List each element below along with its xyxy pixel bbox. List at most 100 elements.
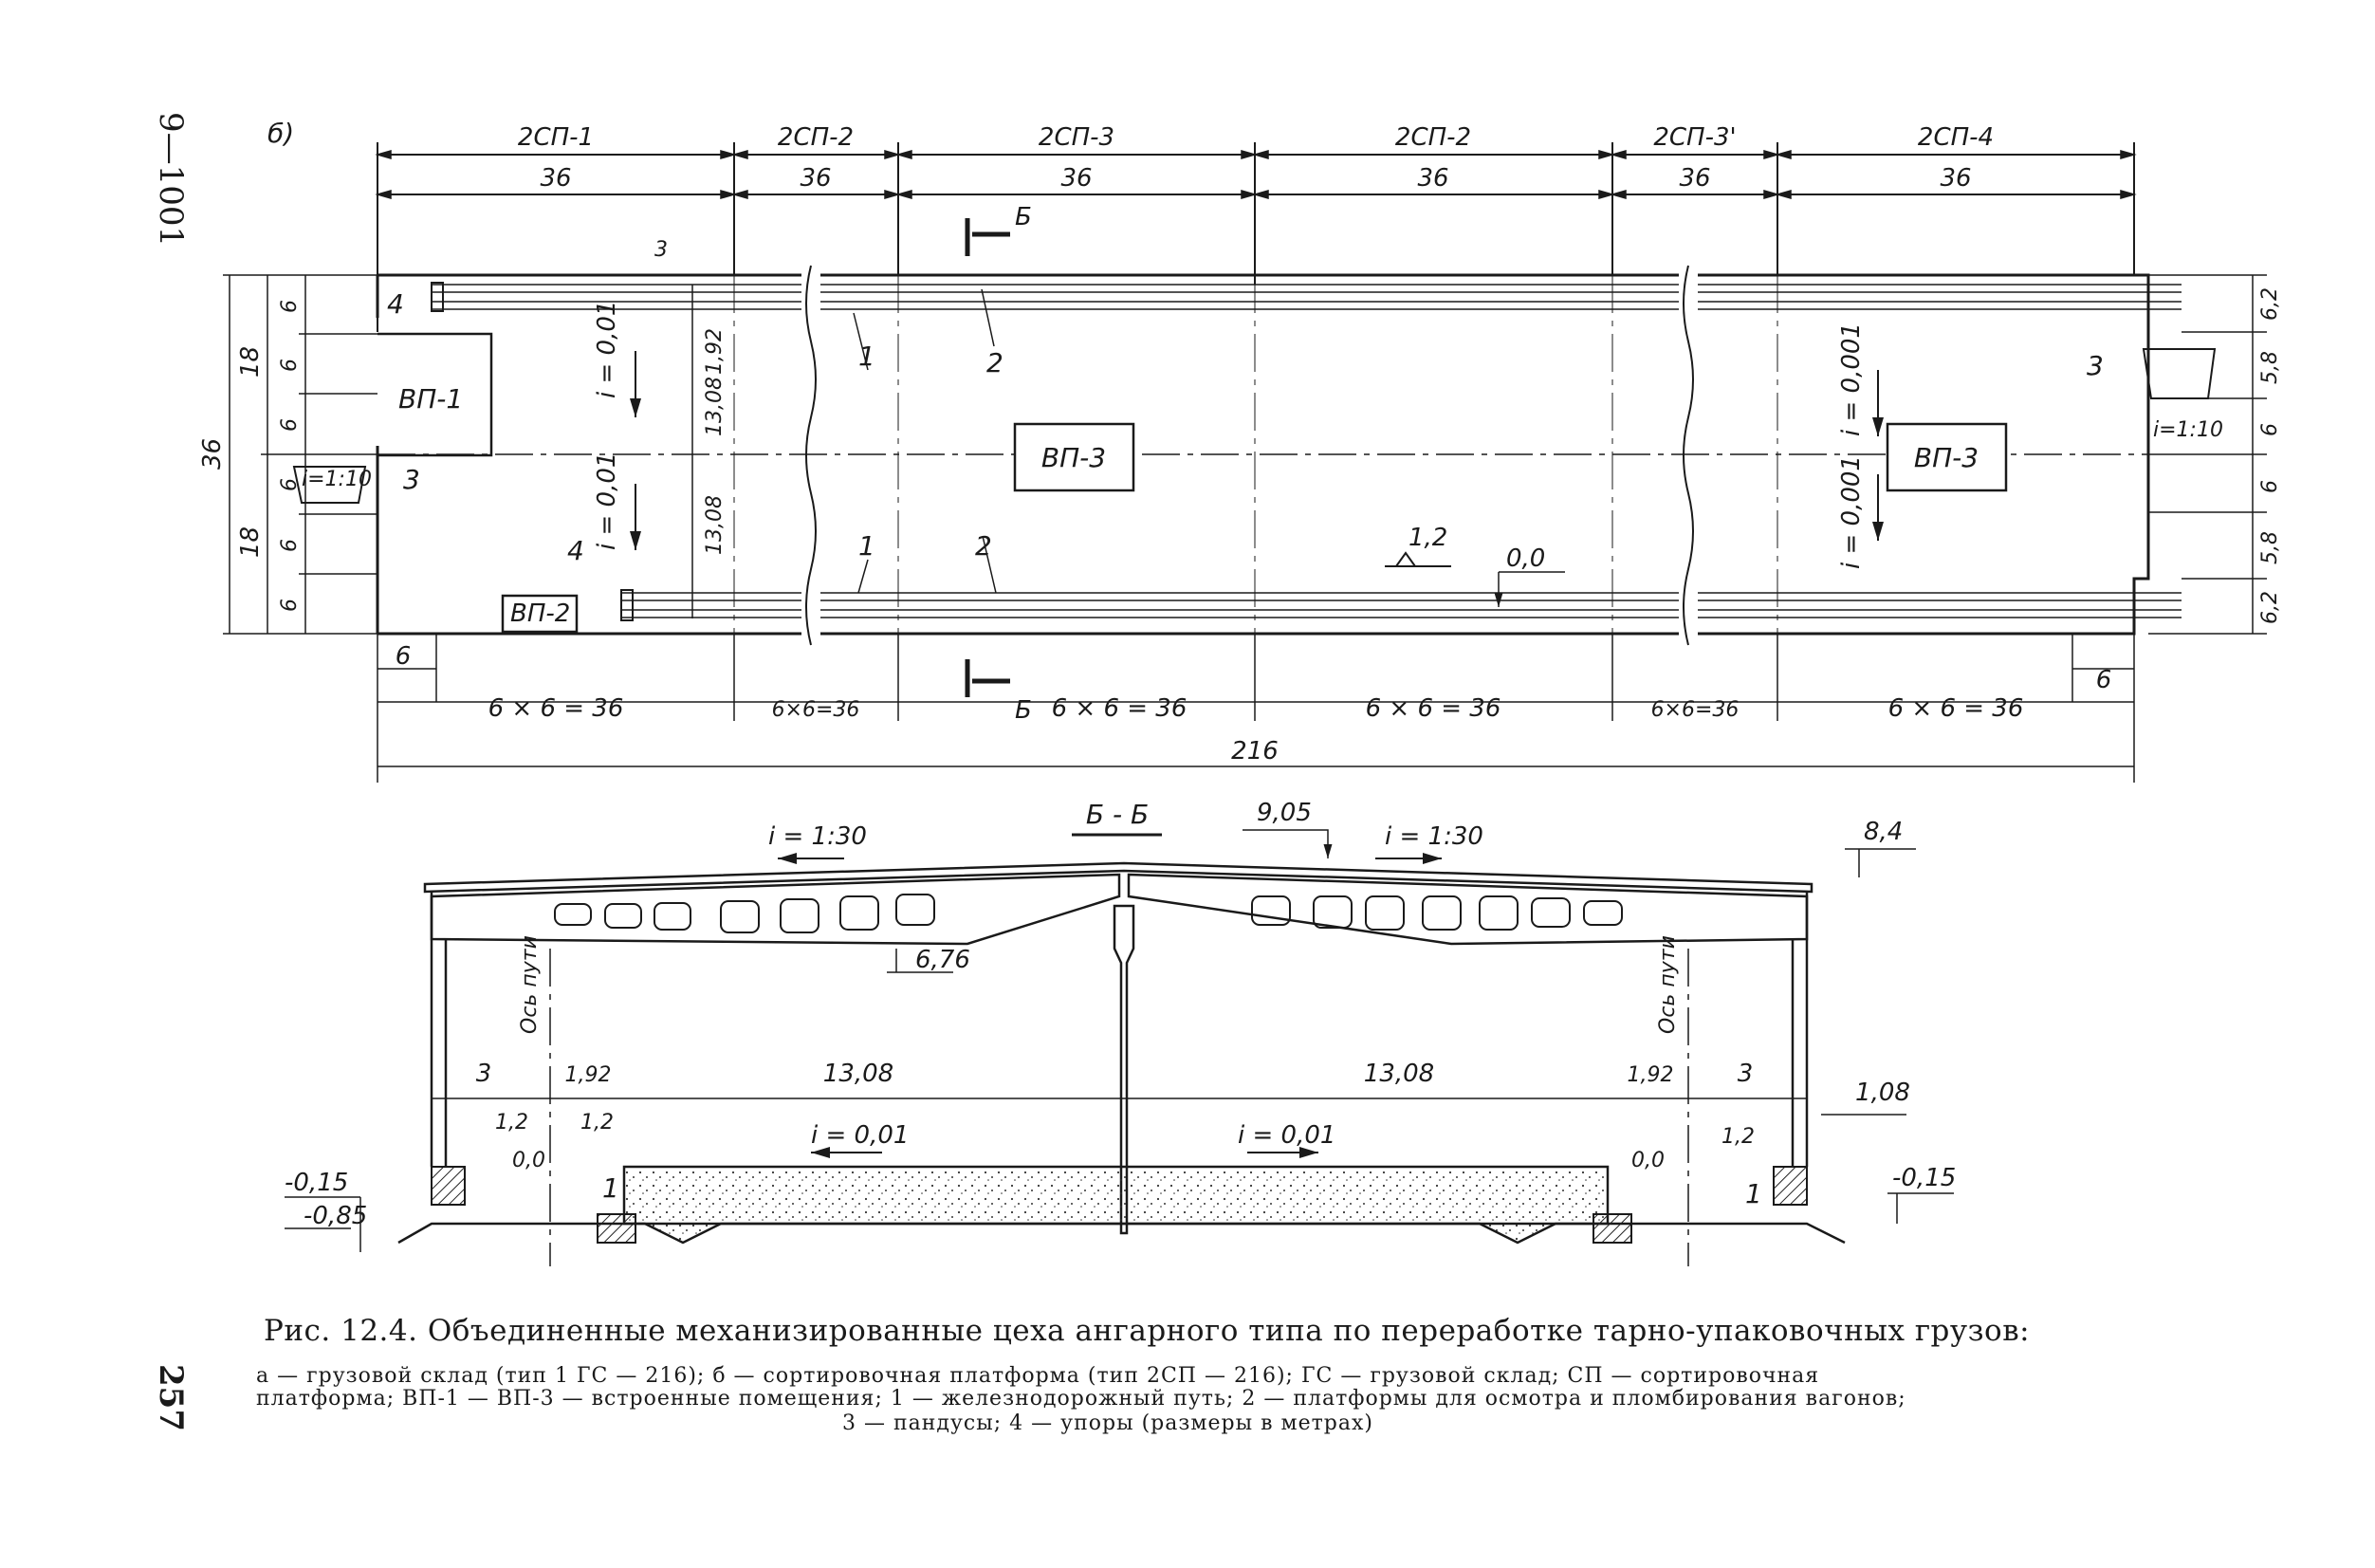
right-dim-5: 5,8 <box>2258 531 2282 564</box>
plan-outline-left <box>376 273 801 636</box>
platform-level-mark <box>1385 551 1451 567</box>
callout-platform-top: 2 <box>986 347 1003 378</box>
left-dim-bay-3: 6 <box>278 418 302 432</box>
section-mark-top <box>965 218 1010 256</box>
section-dim-4: 13,08 <box>1364 1060 1434 1088</box>
column-centre <box>1113 904 1135 1235</box>
section-dim-6: 3 <box>1738 1060 1754 1088</box>
section-rail-left: 0,0 <box>512 1149 545 1172</box>
track-bottom <box>621 592 2182 618</box>
end-bay-right: 6 <box>2096 666 2112 694</box>
module-label-6: 2СП-4 <box>1918 123 1994 152</box>
section-dim-5: 1,92 <box>1628 1063 1674 1087</box>
floor-fill <box>622 1165 1610 1245</box>
section-callout-right: 1 <box>1745 1178 1762 1209</box>
module-length-2: 36 <box>800 164 831 193</box>
section-rail-right: 0,0 <box>1631 1149 1665 1172</box>
roof-slope-right: i = 1:30 <box>1385 822 1483 851</box>
top-dim-ticks <box>377 142 2135 332</box>
floor-slope-right: i = 0,01 <box>1238 1121 1335 1150</box>
ground-line <box>397 1222 1846 1245</box>
top-dim-arrows <box>375 150 2137 199</box>
vp3-mid-label: ВП-3 <box>1041 442 1106 473</box>
callout-stop-top: 4 <box>387 288 404 320</box>
figure-caption: Рис. 12.4. Объединенные механизированные… <box>264 1314 2031 1348</box>
bottom-length-1: 6 × 6 = 36 <box>488 694 624 723</box>
total-length: 216 <box>1231 737 1279 766</box>
vp1-label: ВП-1 <box>398 383 463 415</box>
section-mark-bottom <box>965 659 1010 697</box>
right-dim-2: 5,8 <box>2258 351 2282 384</box>
stop-bottom-left <box>620 589 634 621</box>
roof-slope-left: i = 1:30 <box>768 822 867 851</box>
legend-line-1: а — грузовой склад (тип 1 ГС — 216); б —… <box>256 1364 1820 1388</box>
left-dim-half-top: 18 <box>236 346 265 378</box>
module-length-6: 36 <box>1940 164 1971 193</box>
section-mark-top-label: Б <box>1015 203 1032 231</box>
slope-right-top: i = 0,001 <box>1837 323 1866 436</box>
plan-outline-right <box>1698 273 2150 636</box>
axis-label-right: Ось пути <box>1656 935 1680 1034</box>
module-label-1: 2СП-1 <box>518 123 594 152</box>
section-mark-bottom-label: Б <box>1015 696 1032 725</box>
module-length-1: 36 <box>540 164 571 193</box>
module-length-3: 36 <box>1060 164 1092 193</box>
column-right <box>1791 892 1809 1167</box>
section-platform-left: 1,2 <box>495 1111 528 1134</box>
platform-foot-left <box>597 1213 636 1244</box>
column-left <box>430 892 448 1167</box>
module-length-4: 36 <box>1417 164 1448 193</box>
vp2-label: ВП-2 <box>510 600 570 628</box>
section-dim-3: 13,08 <box>823 1060 893 1088</box>
section-ground-right: -0,15 <box>1892 1164 1956 1192</box>
slope-right-bottom: i = 0,001 <box>1837 455 1866 569</box>
callout-track-bottom: 1 <box>858 530 875 562</box>
platform-foot-right <box>1593 1213 1632 1244</box>
ramp-left-slope: i=1:10 <box>302 468 372 491</box>
vp3-mid-room <box>1013 422 1135 492</box>
platform-level-value: 1,2 <box>1408 524 1447 552</box>
section-view: Б - Б <box>285 799 1956 1266</box>
inner-dim-platform-bottom: 13,08 <box>703 495 727 555</box>
plan-view: б) 2СП-1 2СП-2 2СП-3 2СП-2 2СП-3' 2СП-4 … <box>198 118 2282 783</box>
section-dim-2: 1,92 <box>565 1063 612 1087</box>
left-dim-total: 36 <box>198 438 227 470</box>
truss-level: 6,76 <box>915 946 970 974</box>
bottom-length-5: 6×6=36 <box>1651 698 1740 722</box>
end-bay-left: 6 <box>396 642 412 671</box>
ramp-right-slope: i=1:10 <box>2153 418 2223 442</box>
callout-ramp-right: 3 <box>2087 350 2104 381</box>
plan-part-label: б) <box>267 118 294 149</box>
right-dim-6: 6,2 <box>2258 591 2282 624</box>
vp3-right-label: ВП-3 <box>1914 442 1979 473</box>
floor-slope-left: i = 0,01 <box>811 1121 909 1150</box>
corner-hatch-left <box>431 1166 466 1206</box>
section-platform-right: 1,2 <box>1721 1125 1755 1149</box>
legend-line-2: платформа; ВП-1 — ВП-3 — встроенные поме… <box>256 1387 1906 1411</box>
right-dim-3: 6 <box>2258 423 2282 436</box>
page-number: 257 <box>152 1364 190 1431</box>
module-length-5: 36 <box>1679 164 1710 193</box>
truss-right <box>1127 873 1809 946</box>
sheet-code: 9—1001 <box>152 112 190 248</box>
bottom-length-2: 6×6=36 <box>772 698 860 722</box>
track-top <box>432 284 2182 310</box>
section-title: Б - Б <box>1086 799 1149 830</box>
roof <box>423 861 1813 894</box>
inner-dim-platform-top: 13,08 <box>703 377 727 436</box>
axis-label-left: Ось пути <box>518 935 542 1034</box>
break-line-2 <box>1683 265 1694 646</box>
wall-offset: 1,08 <box>1855 1079 1910 1107</box>
stop-top-left <box>431 282 444 312</box>
vp1-room <box>377 332 493 457</box>
plan-outline-middle <box>820 273 1679 636</box>
slope-left-top: i = 0,01 <box>593 301 621 398</box>
left-dim-half-bottom: 18 <box>236 526 265 558</box>
callout-platform-bottom: 2 <box>975 530 992 562</box>
module-label-2: 2СП-2 <box>778 123 854 152</box>
inner-dim-track-gap: 1,92 <box>703 328 727 375</box>
floor-level-value: 0,0 <box>1506 544 1545 573</box>
section-platform-left-2: 1,2 <box>580 1111 614 1134</box>
truss-openings <box>554 894 1623 933</box>
